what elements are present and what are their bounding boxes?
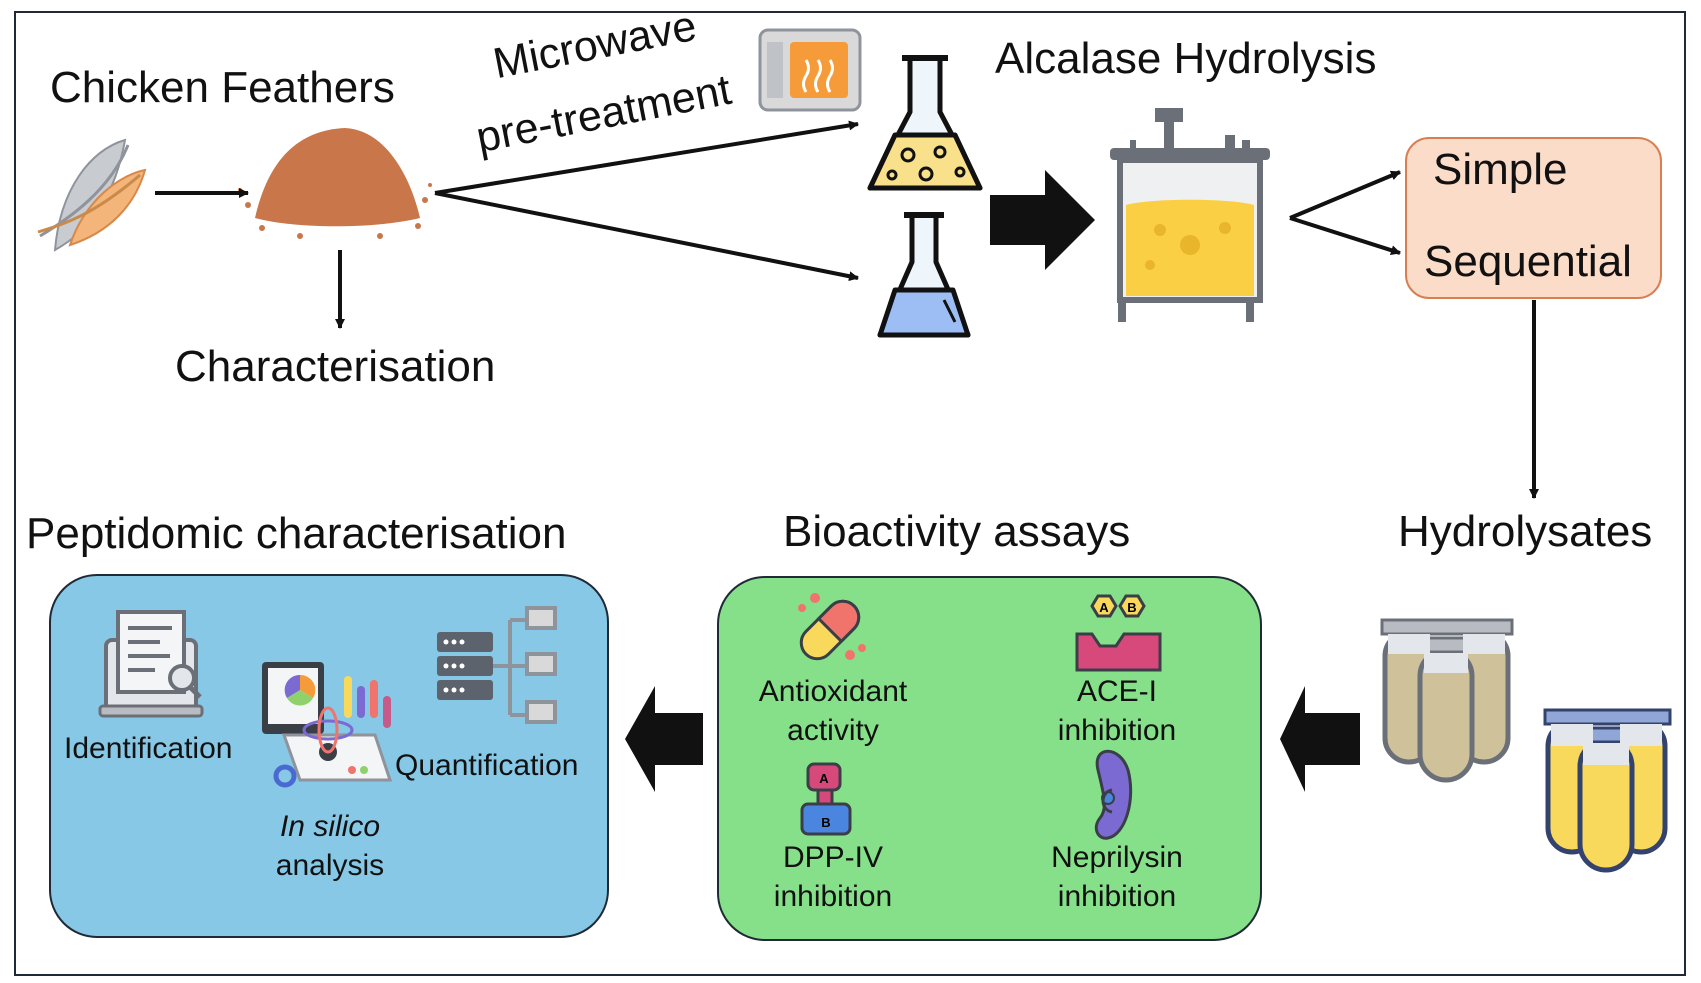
- characterisation-label: Characterisation: [175, 342, 496, 391]
- chicken-feathers-label: Chicken Feathers: [50, 63, 395, 112]
- block-arrow-to-reactor: [990, 170, 1095, 270]
- svg-text:B: B: [1127, 600, 1136, 615]
- neprilysin-label-line1: Neprilysin: [1051, 841, 1183, 874]
- ace-label-line2: inhibition: [1057, 714, 1177, 747]
- reactor-icon: [1110, 108, 1270, 322]
- flask-yellow-icon: [867, 55, 983, 191]
- flask-blue-icon: [877, 212, 971, 338]
- in-silico-label: In silico: [279, 810, 381, 843]
- tubes-yellow-icon: [1543, 708, 1672, 873]
- tubes-tan-icon: [1380, 618, 1514, 783]
- feather-powder-icon: [238, 128, 432, 239]
- svg-text:A: A: [1099, 600, 1109, 615]
- arrow-to-sequential: [1289, 216, 1401, 256]
- neprilysin-kidney-icon: [1094, 749, 1133, 840]
- neprilysin-label-line2: inhibition: [1057, 880, 1177, 913]
- identification-label: Identification: [64, 732, 233, 765]
- microwave-icon: [758, 28, 862, 112]
- hydrolysates-label: Hydrolysates: [1398, 507, 1653, 556]
- arrow-to-microwave-flask: [434, 120, 859, 195]
- quantification-label: Quantification: [395, 749, 579, 782]
- arrow-to-untreated-flask: [434, 191, 859, 282]
- feather-icon: [37, 138, 147, 252]
- bioactivity-title: Bioactivity assays: [783, 507, 1131, 556]
- arrow-to-simple: [1289, 170, 1401, 220]
- ace-label-line1: ACE-I: [1076, 675, 1157, 708]
- svg-text:B: B: [821, 815, 830, 830]
- dpp-iv-inhibition-icon: A B: [800, 762, 852, 836]
- in-silico-analysis-icon: [262, 662, 393, 788]
- dpp-label-line2: inhibition: [773, 880, 893, 913]
- simple-label: Simple: [1433, 145, 1568, 194]
- figure-frame: [14, 11, 1686, 976]
- svg-text:A: A: [819, 771, 829, 786]
- peptidomic-title: Peptidomic characterisation: [26, 509, 567, 558]
- antioxidant-label-line2: activity: [787, 714, 879, 747]
- sequential-label: Sequential: [1424, 237, 1632, 286]
- block-arrow-to-bioactivity: [1280, 686, 1360, 792]
- block-arrow-to-peptidomic: [625, 686, 703, 792]
- server-network-icon: [437, 606, 557, 724]
- antioxidant-capsule-icon: [798, 593, 866, 661]
- alcalase-hydrolysis-label: Alcalase Hydrolysis: [995, 34, 1377, 83]
- antioxidant-label-line1: Antioxidant: [758, 675, 908, 708]
- analysis-label: analysis: [275, 849, 385, 882]
- computer-search-icon: [98, 610, 204, 718]
- ace-inhibition-icon: A B: [1075, 594, 1162, 672]
- hydrolysis-method-box: [1405, 137, 1662, 299]
- dpp-label-line1: DPP-IV: [782, 841, 884, 874]
